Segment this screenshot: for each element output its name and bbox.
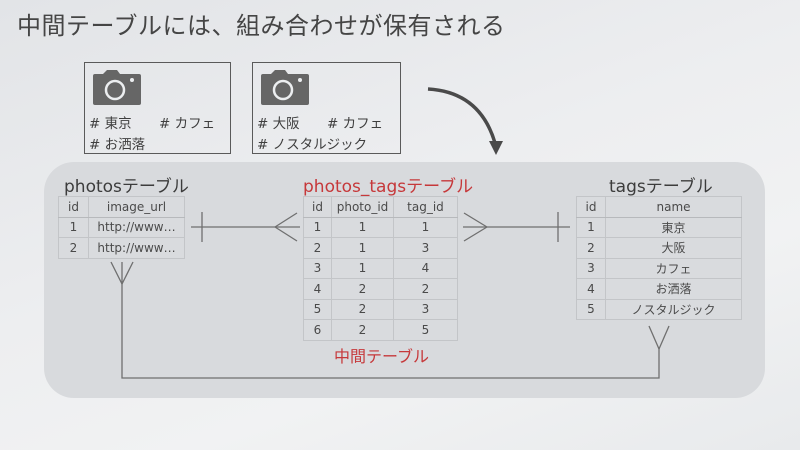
- tags-table-title: tagsテーブル: [609, 177, 713, 197]
- table-cell: 5: [393, 319, 458, 341]
- photos-table: id image_url 1 http://www… 2 http://www…: [58, 196, 185, 259]
- table-cell: 4: [576, 278, 606, 300]
- column-header: image_url: [88, 196, 185, 218]
- table-cell: 東京: [605, 216, 742, 238]
- table-row: 6 2 5: [303, 319, 458, 341]
- table-cell: 2: [58, 237, 89, 259]
- table-cell: 3: [393, 298, 458, 320]
- table-cell: 1: [576, 216, 606, 238]
- photo-tag: # 東京: [89, 116, 132, 132]
- table-cell: 2: [331, 319, 394, 341]
- photo-card-1: # 東京 # カフェ # お洒落: [84, 62, 231, 154]
- table-cell: 2: [393, 278, 458, 300]
- table-row: 1 1 1: [303, 216, 458, 238]
- table-cell: 3: [393, 237, 458, 259]
- junction-table-caption: 中間テーブル: [334, 347, 430, 366]
- table-row: 3 カフェ: [576, 257, 742, 279]
- table-cell: 3: [576, 257, 606, 279]
- table-row: 1 http://www…: [58, 216, 185, 238]
- table-cell: ノスタルジック: [605, 298, 742, 320]
- slide-title: 中間テーブルには、組み合わせが保有される: [17, 12, 506, 40]
- table-cell: 2: [303, 237, 332, 259]
- photo-tag: # カフェ: [327, 116, 384, 132]
- table-cell: http://www…: [88, 216, 185, 238]
- photo-tag: # カフェ: [159, 116, 216, 132]
- tags-table: id name 1 東京 2 大阪 3 カフェ 4 お洒落 5 ノスタルジック: [576, 196, 742, 320]
- table-cell: 6: [303, 319, 332, 341]
- photo-tag: # お洒落: [89, 137, 146, 153]
- table-cell: 5: [576, 298, 606, 320]
- table-cell: 大阪: [605, 237, 742, 259]
- table-row: 2 1 3: [303, 237, 458, 259]
- table-cell: 1: [331, 257, 394, 279]
- table-cell: お洒落: [605, 278, 742, 300]
- photos-tags-table: id photo_id tag_id 1 1 1 2 1 3 3 1 4 4 2…: [303, 196, 458, 341]
- table-row: 1 東京: [576, 216, 742, 238]
- table-header-row: id name: [576, 196, 742, 218]
- table-row: 5 ノスタルジック: [576, 298, 742, 320]
- table-header-row: id image_url: [58, 196, 185, 218]
- table-row: 2 http://www…: [58, 237, 185, 259]
- table-cell: 1: [331, 237, 394, 259]
- photos-tags-table-title: photos_tagsテーブル: [303, 177, 474, 197]
- column-header: tag_id: [393, 196, 458, 218]
- table-row: 4 お洒落: [576, 278, 742, 300]
- table-cell: 1: [303, 216, 332, 238]
- table-row: 2 大阪: [576, 237, 742, 259]
- table-cell: 2: [576, 237, 606, 259]
- table-cell: 2: [331, 298, 394, 320]
- column-header: id: [58, 196, 89, 218]
- table-cell: 1: [58, 216, 89, 238]
- table-cell: 1: [331, 216, 394, 238]
- table-cell: http://www…: [88, 237, 185, 259]
- column-header: name: [605, 196, 742, 218]
- table-cell: 2: [331, 278, 394, 300]
- column-header: id: [303, 196, 332, 218]
- table-cell: 4: [393, 257, 458, 279]
- column-header: photo_id: [331, 196, 394, 218]
- table-cell: 3: [303, 257, 332, 279]
- table-header-row: id photo_id tag_id: [303, 196, 458, 218]
- camera-icon: [261, 70, 309, 105]
- photo-card-2: # 大阪 # カフェ # ノスタルジック: [252, 62, 401, 154]
- table-cell: 5: [303, 298, 332, 320]
- photos-table-title: photosテーブル: [64, 177, 189, 197]
- table-cell: 4: [303, 278, 332, 300]
- table-cell: カフェ: [605, 257, 742, 279]
- table-row: 3 1 4: [303, 257, 458, 279]
- curved-arrow-icon: [427, 87, 503, 155]
- table-row: 5 2 3: [303, 298, 458, 320]
- photo-tag: # 大阪: [257, 116, 300, 132]
- camera-icon: [93, 70, 141, 105]
- photo-tag: # ノスタルジック: [257, 137, 368, 153]
- table-cell: 1: [393, 216, 458, 238]
- column-header: id: [576, 196, 606, 218]
- table-row: 4 2 2: [303, 278, 458, 300]
